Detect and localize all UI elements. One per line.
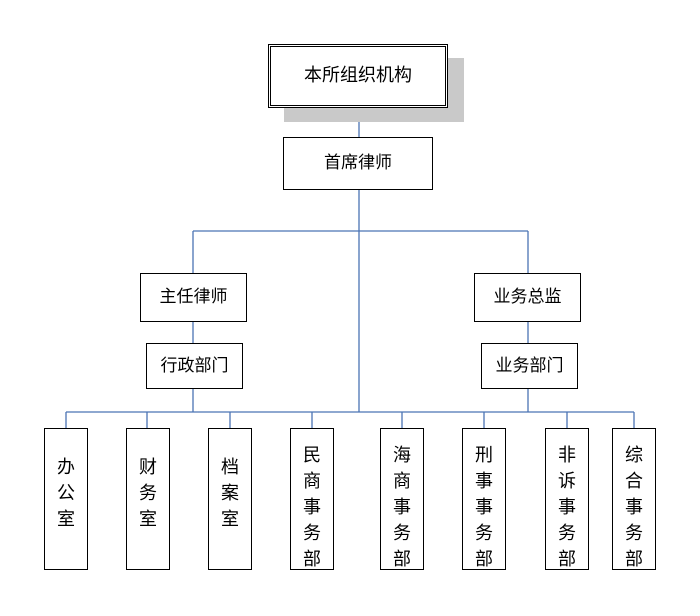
unit-box-finance: 财 务 室 (126, 428, 170, 570)
unit-char: 务 (303, 523, 321, 544)
unit-box-criminal: 刑 事 事 务 部 (462, 428, 506, 570)
root-box: 本所组织机构 (268, 44, 448, 108)
unit-char: 室 (57, 509, 75, 530)
unit-box-office: 办 公 室 (44, 428, 88, 570)
unit-char: 海 (393, 445, 411, 466)
unit-char: 部 (558, 549, 576, 570)
unit-box-archives: 档 案 室 (208, 428, 252, 570)
unit-char: 部 (303, 549, 321, 570)
business-supervisor-label: 业务总监 (493, 287, 562, 307)
unit-char: 诉 (558, 471, 576, 492)
unit-char: 事 (303, 497, 321, 518)
admin-dept-box: 行政部门 (146, 343, 243, 389)
unit-char: 务 (558, 523, 576, 544)
root-box-label: 本所组织机构 (304, 65, 412, 86)
unit-char: 公 (57, 483, 75, 504)
unit-box-maritime: 海 商 事 务 部 (380, 428, 424, 570)
unit-char: 室 (221, 509, 239, 530)
unit-box-comprehensive: 综 合 事 务 部 (612, 428, 656, 570)
unit-char: 民 (303, 445, 321, 466)
chief-lawyer-label: 首席律师 (324, 153, 392, 173)
unit-char: 办 (57, 457, 75, 478)
unit-char: 事 (475, 471, 493, 492)
unit-char: 务 (475, 523, 493, 544)
unit-char: 事 (558, 497, 576, 518)
unit-char: 务 (393, 523, 411, 544)
unit-char: 财 (139, 457, 157, 478)
unit-char: 综 (625, 445, 643, 466)
unit-char: 案 (221, 483, 239, 504)
unit-char: 非 (558, 445, 576, 466)
unit-char: 部 (475, 549, 493, 570)
unit-char: 务 (625, 523, 643, 544)
unit-char: 商 (303, 471, 321, 492)
admin-dept-label: 行政部门 (160, 355, 229, 376)
director-lawyer-box: 主任律师 (140, 273, 247, 322)
unit-char: 部 (393, 549, 411, 570)
unit-box-non-litigation: 非 诉 事 务 部 (545, 428, 589, 570)
unit-char: 务 (139, 483, 157, 504)
unit-char: 事 (625, 497, 643, 518)
unit-char: 商 (393, 471, 411, 492)
unit-char: 室 (139, 509, 157, 530)
unit-box-civil-commercial: 民 商 事 务 部 (290, 428, 334, 570)
unit-char: 事 (475, 497, 493, 518)
unit-char: 档 (221, 457, 239, 478)
chief-lawyer-box: 首席律师 (283, 137, 433, 190)
unit-char: 部 (625, 549, 643, 570)
director-lawyer-label: 主任律师 (159, 287, 228, 307)
unit-char: 合 (625, 471, 643, 492)
business-supervisor-box: 业务总监 (474, 273, 581, 322)
unit-char: 刑 (475, 445, 493, 466)
business-dept-box: 业务部门 (481, 343, 578, 389)
business-dept-label: 业务部门 (495, 355, 564, 376)
unit-char: 事 (393, 497, 411, 518)
